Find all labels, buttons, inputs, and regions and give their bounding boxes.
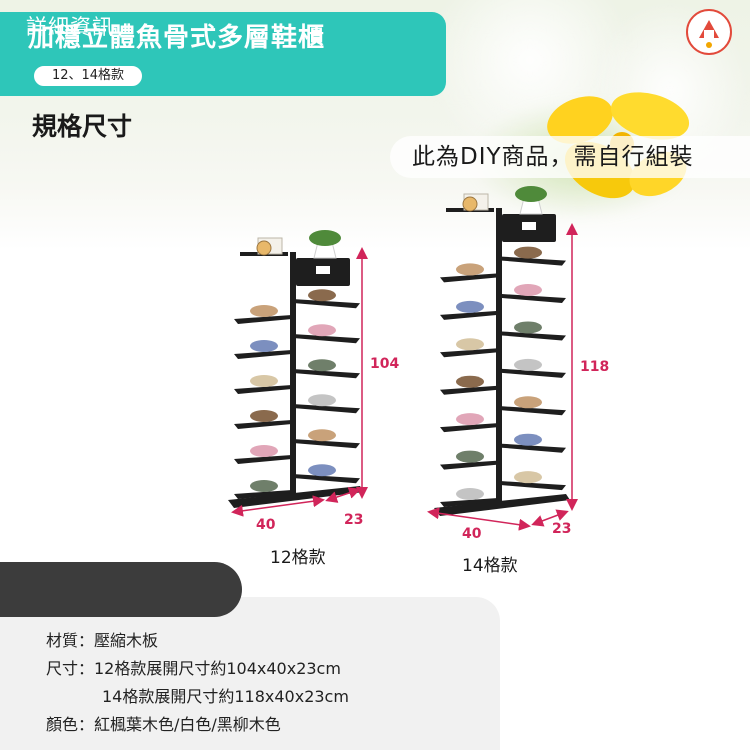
spec-section-title: 規格尺寸 bbox=[32, 112, 133, 141]
details-tab bbox=[0, 562, 242, 617]
shelf-left bbox=[440, 348, 498, 358]
model-label-12: 12格款 bbox=[270, 548, 326, 568]
shoe-icon bbox=[250, 410, 278, 422]
model-tag: 12、14格款 bbox=[32, 64, 144, 88]
shoe-icon bbox=[456, 338, 484, 351]
depth-dimension-12 bbox=[325, 487, 361, 503]
product-title: 加穩立體魚骨式多層鞋櫃 bbox=[28, 23, 326, 53]
shoe-icon bbox=[456, 263, 484, 276]
shelf-right bbox=[296, 334, 360, 344]
shoe-icon bbox=[308, 324, 336, 337]
detail-size: 尺寸：12格款展開尺寸約104x40x23cm bbox=[46, 659, 341, 678]
shoe-icon bbox=[514, 284, 542, 297]
shelf-right bbox=[296, 369, 360, 379]
model-label-14: 14格款 bbox=[462, 556, 518, 576]
shelf-left bbox=[440, 460, 498, 470]
brand-logo-icon bbox=[686, 9, 732, 55]
shoe-icon bbox=[250, 445, 278, 457]
details-tab-label: 詳細資訊 bbox=[26, 15, 114, 39]
shoe-icon bbox=[250, 305, 278, 317]
shoe-icon bbox=[456, 375, 484, 388]
shoe-cabinet-12 bbox=[228, 230, 364, 508]
shelf-right bbox=[502, 443, 566, 453]
shoe-icon bbox=[456, 450, 484, 463]
shelf-right bbox=[296, 474, 360, 484]
shelf-left bbox=[234, 455, 292, 464]
shoe-icon bbox=[514, 321, 542, 334]
product-illustration bbox=[228, 186, 578, 531]
shelf-right bbox=[296, 439, 360, 449]
shoe-icon bbox=[514, 246, 542, 259]
shelf-right bbox=[296, 404, 360, 414]
potted-plant-icon bbox=[309, 230, 341, 246]
shelf-right bbox=[502, 331, 566, 341]
shoe-icon bbox=[308, 394, 336, 407]
shelf-right bbox=[502, 256, 566, 266]
shelf-left bbox=[234, 350, 292, 359]
clock-icon bbox=[462, 196, 478, 212]
dimension-lines bbox=[231, 223, 578, 531]
details-panel bbox=[0, 597, 500, 750]
shelf-right bbox=[502, 368, 566, 378]
shelf-left bbox=[440, 498, 498, 507]
shoe-icon bbox=[514, 433, 542, 446]
shelf-left bbox=[234, 385, 292, 394]
shelf-left bbox=[440, 385, 498, 395]
shoe-icon bbox=[308, 289, 336, 302]
depth-label-12: 23 bbox=[344, 512, 364, 528]
shoe-icon bbox=[514, 396, 542, 409]
height-label-14: 118 bbox=[580, 359, 610, 375]
shelf-right bbox=[502, 294, 566, 304]
width-dimension-12 bbox=[231, 495, 325, 517]
detail-material: 材質：壓縮木板 bbox=[46, 631, 159, 650]
diy-notice: 此為DIY商品，需自行組裝 bbox=[390, 136, 750, 178]
shoe-icon bbox=[514, 471, 542, 484]
shoe-cabinet-14 bbox=[434, 186, 570, 516]
depth-dimension-14 bbox=[531, 509, 569, 527]
clock-icon bbox=[256, 240, 272, 256]
shoe-icon bbox=[456, 300, 484, 313]
shelf-right bbox=[502, 406, 566, 416]
cabinet-spine bbox=[290, 252, 296, 500]
potted-plant-icon bbox=[515, 186, 547, 202]
width-label-12: 40 bbox=[256, 517, 276, 533]
drawer-handle bbox=[316, 266, 330, 274]
detail-size-secondary: 14格款展開尺寸約118x40x23cm bbox=[102, 687, 349, 706]
shelf-left bbox=[234, 315, 292, 324]
shoe-icon bbox=[250, 340, 278, 352]
shelf-right bbox=[296, 299, 360, 309]
shelf-left bbox=[234, 420, 292, 429]
shoe-icon bbox=[308, 359, 336, 372]
cabinet-spine bbox=[496, 208, 502, 508]
shelf-left bbox=[440, 310, 498, 320]
shoe-icon bbox=[250, 375, 278, 387]
width-label-14: 40 bbox=[462, 526, 482, 542]
shoe-icon bbox=[308, 429, 336, 442]
shoe-icon bbox=[456, 413, 484, 426]
width-dimension-14 bbox=[427, 507, 531, 531]
depth-label-14: 23 bbox=[552, 521, 572, 537]
shelf-right bbox=[502, 481, 566, 491]
drawer-handle bbox=[522, 222, 536, 230]
height-label-12: 104 bbox=[370, 356, 400, 372]
shoe-icon bbox=[456, 488, 484, 500]
shoe-icon bbox=[250, 480, 278, 492]
shelf-left bbox=[440, 423, 498, 433]
shelf-left bbox=[440, 273, 498, 283]
shoe-icon bbox=[514, 358, 542, 371]
shoe-icon bbox=[308, 464, 336, 477]
detail-color: 顏色：紅楓葉木色/白色/黑柳木色 bbox=[46, 715, 281, 734]
